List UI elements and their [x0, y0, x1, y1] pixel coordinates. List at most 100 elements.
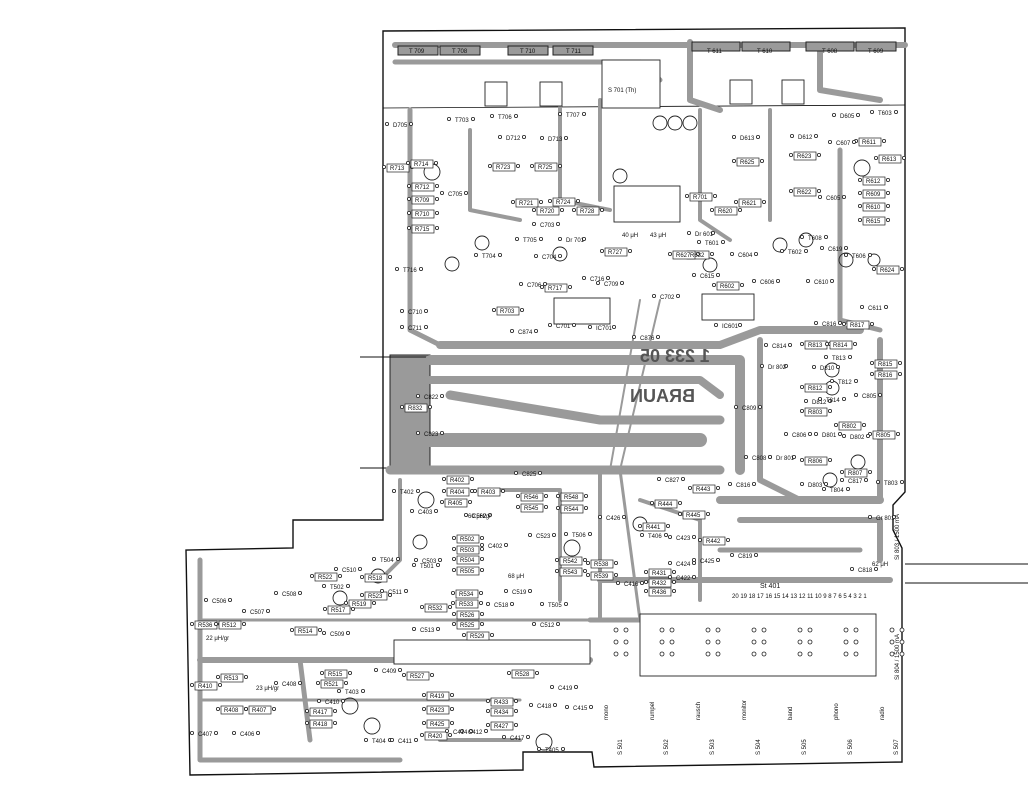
- switch-contact-pad: [853, 627, 859, 633]
- component-label: D713: [548, 137, 563, 143]
- solder-pad: [834, 422, 839, 427]
- solder-pad: [528, 589, 533, 594]
- solder-pad: [825, 341, 830, 346]
- solder-pad: [840, 477, 845, 482]
- solder-pad: [450, 601, 455, 606]
- electrolytic-capacitors: [332, 115, 881, 751]
- solder-pad: [213, 622, 218, 627]
- solder-pad: [606, 275, 611, 280]
- solder-pad: [439, 499, 444, 504]
- component-label: R548: [564, 495, 579, 501]
- solder-pad: [189, 731, 194, 736]
- solder-pad: [754, 251, 759, 256]
- solder-pad: [632, 334, 637, 339]
- component-label: T705: [523, 238, 537, 244]
- solder-pad: [568, 284, 573, 289]
- component-label: R620: [718, 209, 733, 215]
- solder-pad: [304, 709, 309, 714]
- component-label: C511: [388, 590, 403, 596]
- solder-pad: [241, 622, 246, 627]
- component-label: R423: [430, 708, 445, 714]
- component-label: T505: [548, 603, 562, 609]
- solder-pad: [874, 567, 879, 572]
- solder-pad: [403, 589, 408, 594]
- solder-pad: [489, 114, 494, 119]
- solder-pad: [556, 221, 561, 226]
- resistor-body: [477, 487, 501, 497]
- solder-pad: [854, 392, 859, 397]
- resistor-body: [446, 475, 470, 485]
- component-label: R544: [564, 507, 579, 513]
- solder-pad: [762, 199, 767, 204]
- component-label: R528: [515, 672, 530, 678]
- component-label: C422: [676, 576, 691, 582]
- resistor-body: [348, 599, 372, 609]
- resistor-body: [804, 456, 828, 466]
- switch-id-label: S 502: [664, 739, 670, 755]
- component-label: R709: [415, 198, 430, 204]
- component-label: R610: [866, 205, 881, 211]
- component-label: R815: [878, 362, 893, 368]
- component-label: R806: [808, 459, 823, 465]
- top-transistor-label: T 709: [409, 49, 425, 55]
- component-label: R503: [460, 548, 475, 554]
- component-label: C410: [325, 700, 340, 706]
- solder-pad: [800, 457, 805, 462]
- component-label: R425: [430, 722, 445, 728]
- solder-pad: [449, 693, 454, 698]
- solder-pad: [614, 561, 619, 566]
- component-label: C508: [282, 592, 297, 598]
- component-label: T706: [498, 115, 512, 121]
- switch-contact-pad: [807, 627, 813, 633]
- solder-pad: [231, 731, 236, 736]
- solder-pad: [429, 673, 434, 678]
- solder-pad: [317, 628, 322, 633]
- solder-pad: [550, 685, 555, 690]
- solder-pad: [574, 685, 579, 690]
- solder-pad: [450, 591, 455, 596]
- power-transistor-outlines: [484, 59, 805, 223]
- resistor-body: [804, 407, 828, 417]
- component-label: C716: [590, 277, 605, 283]
- solder-pad: [555, 569, 560, 574]
- solder-pad: [487, 513, 492, 518]
- component-label: R703: [500, 309, 515, 315]
- solder-pad: [760, 158, 765, 163]
- solder-pad: [882, 138, 887, 143]
- solder-pad: [828, 139, 833, 144]
- solder-pad: [622, 515, 627, 520]
- solder-pad: [406, 196, 411, 201]
- switch-id-label: S 504: [756, 739, 762, 755]
- component-label: T608: [808, 236, 822, 242]
- resistor-body: [220, 705, 244, 715]
- fuse-note-2: Si 804 / 1500 mA: [895, 634, 901, 680]
- component-label: T502: [330, 585, 344, 591]
- solder-pad: [644, 589, 649, 594]
- solder-pad: [565, 705, 570, 710]
- solder-pad: [842, 194, 847, 199]
- solder-pad: [561, 747, 566, 752]
- solder-pad: [620, 280, 625, 285]
- switch-contact-pad: [751, 639, 757, 645]
- solder-pad: [423, 324, 428, 329]
- solder-pad: [858, 217, 863, 222]
- switch-name-label: rumpel: [650, 702, 656, 720]
- component-label: T804: [830, 488, 844, 494]
- solder-pad: [583, 558, 588, 563]
- resistor-body: [386, 163, 410, 173]
- solder-pad: [433, 508, 438, 513]
- switch-contact-pad: [751, 651, 757, 657]
- component-label: T602: [788, 250, 802, 256]
- component-label: C809: [742, 406, 757, 412]
- component-label: R602: [720, 284, 735, 290]
- solder-pad: [441, 488, 446, 493]
- solder-pad: [544, 493, 549, 498]
- solder-pad: [768, 454, 773, 459]
- solder-pad: [713, 193, 718, 198]
- component-label: C416: [624, 582, 639, 588]
- solder-pad: [711, 230, 716, 235]
- solder-pad: [588, 532, 593, 537]
- solder-pad: [534, 328, 539, 333]
- solder-pad: [509, 602, 514, 607]
- component-label: R405: [448, 501, 463, 507]
